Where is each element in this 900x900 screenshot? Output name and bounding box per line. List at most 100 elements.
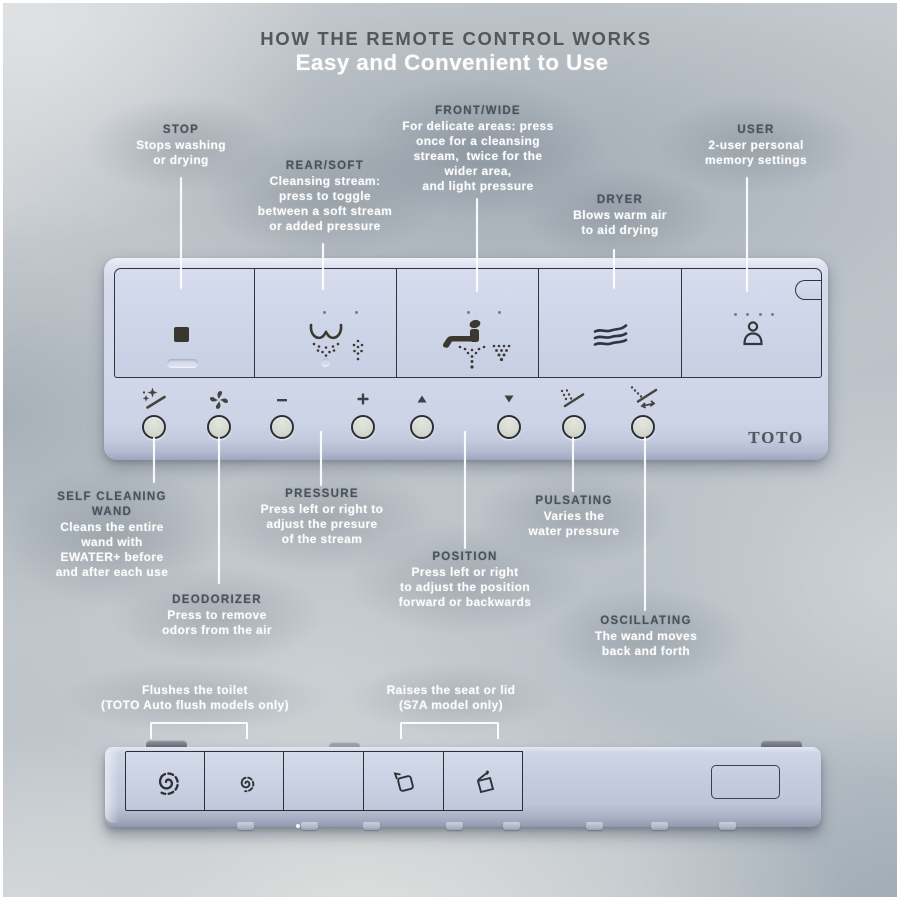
leader-line-dryer [613, 249, 615, 289]
callout-deodorizer-body: Press to remove odors from the air [162, 608, 272, 637]
callout-front-wide-body: For delicate areas: press once for a cle… [402, 119, 554, 193]
callout-stop-body: Stops washing or drying [136, 138, 226, 167]
battery-compartment [711, 765, 780, 799]
back-button-row [125, 751, 524, 811]
foot-tab [237, 822, 254, 830]
callout-stop: STOP Stops washing or drying [84, 97, 278, 194]
callout-pulsating-heading: PULSATING [535, 495, 613, 507]
foot-tab [503, 822, 520, 830]
blank-button[interactable] [284, 751, 365, 811]
lid-raise-button[interactable] [443, 751, 524, 811]
user-led-4 [771, 313, 775, 317]
minus-icon [277, 399, 287, 402]
panel-divider [681, 269, 683, 377]
callout-user-heading: USER [737, 124, 775, 136]
callout-user: USER 2-user personal memory settings [652, 97, 860, 194]
panel-divider [538, 269, 540, 377]
foot-tab [363, 822, 380, 830]
panel-divider [254, 269, 256, 377]
end-cap-highlight [105, 749, 119, 823]
pulsating-icon [560, 389, 585, 408]
lid-raise-icon [476, 770, 494, 794]
foot-tab [586, 822, 603, 830]
remote-control-front: TOTO [104, 258, 828, 460]
soft-indicator-led [355, 311, 359, 315]
flush-bracket [150, 722, 248, 739]
callout-dryer-body: Blows warm air to aid drying [573, 208, 667, 237]
callout-user-body: 2-user personal memory settings [704, 138, 808, 167]
wide-indicator-led [498, 311, 502, 315]
callout-oscillating-body: The wand moves back and forth [594, 629, 698, 658]
rear-soft-wash-icon[interactable] [305, 317, 385, 375]
callout-deodorizer-heading: DEODORIZER [172, 594, 262, 606]
self-cleaning-wand-icon [142, 387, 166, 409]
flush-light-icon [240, 776, 254, 793]
self-cleaning-wand-button[interactable] [142, 415, 166, 439]
foot-tab [651, 822, 668, 830]
callout-rear-soft-heading: REAR/SOFT [285, 160, 365, 172]
foot-tab [446, 822, 463, 830]
user-led-1 [734, 313, 738, 317]
pulsating-button[interactable] [562, 415, 586, 439]
stop-button-icon[interactable] [173, 326, 189, 342]
foot-tab [719, 822, 736, 830]
callout-rear-soft-body: Cleansing stream: press to toggle betwee… [257, 174, 393, 233]
callout-self-cleaning-wand: SELF CLEANING WAND Cleans the entire wan… [3, 464, 220, 606]
dryer-icon[interactable] [593, 323, 629, 347]
leader-line-user [746, 177, 748, 292]
position-up-button[interactable] [410, 415, 434, 439]
callout-position: POSITION Press left or right to adjust t… [346, 524, 583, 636]
callout-position-heading: POSITION [432, 551, 498, 563]
seat-raise-button[interactable] [364, 751, 444, 811]
user-icon[interactable] [737, 317, 769, 351]
callout-pulsating-body: Varies the water pressure [528, 509, 620, 538]
callout-pressure-heading: PRESSURE [285, 488, 359, 500]
front-indicator-led [467, 311, 471, 315]
flush-light-button[interactable] [204, 751, 285, 811]
leader-line-stop [180, 177, 182, 289]
stop-button-slot [166, 358, 198, 368]
callout-oscillating: OSCILLATING The wand moves back and fort… [542, 588, 750, 685]
bottom-dot [296, 824, 300, 828]
leader-line-pulsating [572, 437, 574, 492]
callout-stop-heading: STOP [162, 124, 200, 136]
callout-deodorizer: DEODORIZER Press to remove odors from th… [110, 567, 324, 664]
callout-pressure: PRESSURE Press left or right to adjust t… [208, 461, 436, 573]
rear-button-bump [321, 358, 330, 367]
callout-self-cleaning-wand-heading: SELF CLEANING WAND [57, 491, 167, 518]
deodorizer-fan-icon [210, 391, 228, 409]
remote-control-back [105, 747, 821, 830]
leader-line-position [464, 431, 466, 549]
leader-line-front-wide [476, 198, 478, 292]
flush-full-button[interactable] [125, 751, 205, 811]
callout-front-wide: FRONT/WIDE For delicate areas: press onc… [350, 78, 607, 220]
callout-rear-soft: REAR/SOFT Cleansing stream: press to tog… [205, 133, 445, 260]
user-led-3 [759, 313, 763, 317]
seat-raise-icon [393, 772, 414, 792]
callout-pulsating: PULSATING Varies the water pressure [476, 468, 672, 565]
toto-logo: TOTO [748, 428, 804, 447]
flush-label: Flushes the toilet (TOTO Auto flush mode… [60, 663, 330, 733]
panel-divider [396, 269, 398, 377]
hanger-notch [795, 280, 821, 300]
pressure-plus-button[interactable] [351, 415, 375, 439]
deodorizer-button[interactable] [207, 415, 231, 439]
seat-label: Raises the seat or lid (S7A model only) [346, 663, 556, 733]
position-down-icon [504, 395, 514, 403]
user-led-2 [746, 313, 750, 317]
front-wide-wash-icon[interactable] [438, 317, 528, 375]
leader-line-pressure [320, 431, 322, 486]
position-down-button[interactable] [497, 415, 521, 439]
callout-pressure-body: Press left or right to adjust the presur… [260, 502, 384, 546]
leader-line-rear-soft [322, 243, 324, 290]
oscillating-button[interactable] [631, 415, 655, 439]
rear-indicator-led [323, 311, 327, 315]
seat-bracket [400, 722, 499, 739]
page-subtitle: Easy and Convenient to Use [295, 50, 609, 75]
mount-knob-right [761, 740, 802, 751]
pressure-minus-button[interactable] [270, 415, 294, 439]
leader-line-self-cleaning-wand [153, 437, 155, 483]
position-up-icon [417, 395, 427, 403]
mount-tab-center [329, 742, 360, 750]
